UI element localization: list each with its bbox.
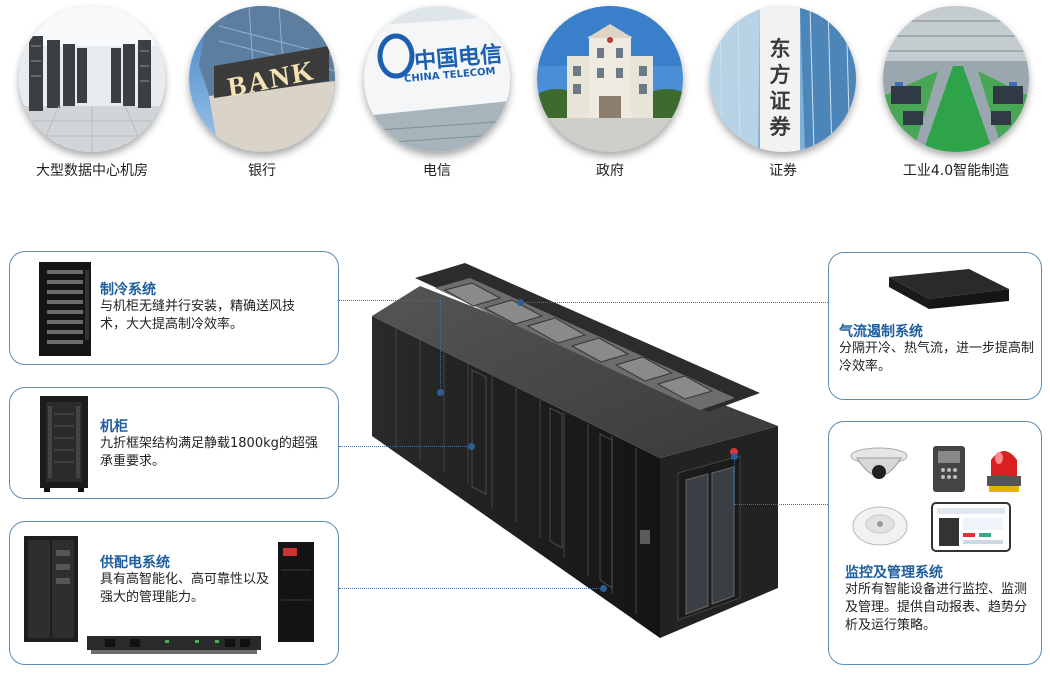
- factory-image: [883, 6, 1029, 152]
- connector-dot: [731, 453, 738, 460]
- connector-power: [339, 588, 601, 589]
- connector-monitoring: [734, 504, 828, 505]
- securities-image: 东方证券: [710, 6, 856, 152]
- smoke-detector-icon: [852, 506, 908, 546]
- dome-camera-icon: [850, 447, 908, 479]
- callout-airflow: 气流遏制系统 分隔开冷、热气流，进一步提高制冷效率。: [828, 252, 1042, 400]
- callout-monitoring: 监控及管理系统 对所有智能设备进行监控、监测及管理。提供自动报表、趋势分析及运行…: [828, 421, 1042, 665]
- bank-image: BANK: [189, 6, 335, 152]
- callout-description: 分隔开冷、热气流，进一步提高制冷效率。: [839, 341, 1035, 374]
- power-cabinet-image: [24, 536, 78, 642]
- callout-title: 制冷系统: [100, 282, 156, 298]
- monitoring-dashboard-icon: [931, 502, 1011, 552]
- industry-label: 电信: [423, 163, 451, 179]
- callout-title: 供配电系统: [100, 555, 170, 571]
- connector-monitoring-vertical: [734, 456, 735, 504]
- industry-telecom: 中国电信 CHINA TELECOM 电信: [364, 6, 510, 180]
- door-access-icon: [933, 446, 965, 492]
- connector-dot: [437, 389, 444, 396]
- connector-dot: [468, 443, 475, 450]
- industry-label: 银行: [248, 163, 276, 179]
- industry-label: 工业4.0智能制造: [902, 163, 1010, 179]
- industry-label: 证券: [769, 163, 797, 179]
- industry-bank: BANK 银行: [189, 6, 335, 180]
- ups-image: [278, 542, 314, 642]
- industry-label: 大型数据中心机房: [36, 163, 148, 179]
- callout-title: 气流遏制系统: [839, 324, 923, 340]
- cooling-unit-image: [39, 262, 91, 356]
- callout-title: 机柜: [100, 419, 128, 435]
- callout-description: 与机柜无缝并行安装，精确送风技术，大大提高制冷效率。: [100, 299, 296, 332]
- alarm-light-icon: [987, 451, 1021, 492]
- callout-cabinet: 机柜 九折框架结构满足静载1800kg的超强承重要求。: [9, 387, 339, 499]
- industry-government: 政府: [537, 6, 683, 180]
- callout-description: 九折框架结构满足静载1800kg的超强承重要求。: [100, 436, 318, 469]
- securities-sign: 东方证券: [769, 37, 791, 139]
- connector-cabinet: [339, 446, 469, 447]
- connector-cooling: [339, 300, 440, 301]
- industry-securities: 东方证券 证券: [710, 6, 856, 180]
- airflow-panel-image: [889, 269, 1009, 309]
- callout-description: 具有高智能化、高可靠性以及强大的管理能力。: [100, 572, 270, 605]
- connector-airflow: [520, 302, 828, 303]
- callout-cooling: 制冷系统 与机柜无缝并行安装，精确送风技术，大大提高制冷效率。: [9, 251, 339, 365]
- industry-factory: 工业4.0智能制造: [883, 6, 1029, 180]
- callout-title: 监控及管理系统: [845, 565, 943, 581]
- telecom-image: 中国电信 CHINA TELECOM: [364, 6, 510, 152]
- connector-dot: [517, 299, 524, 306]
- connector-cooling-vertical: [440, 300, 441, 392]
- pdu-image: [87, 636, 261, 654]
- callout-description: 对所有智能设备进行监控、监测及管理。提供自动报表、趋势分析及运行策略。: [845, 582, 1028, 633]
- government-image: [537, 6, 683, 152]
- connector-dot: [600, 585, 607, 592]
- datacenter-image: [19, 6, 165, 152]
- cabinet-image: [40, 396, 88, 492]
- micro-module-datacenter: [372, 263, 778, 638]
- industry-label: 政府: [596, 163, 624, 179]
- industry-datacenter: 大型数据中心机房: [19, 6, 165, 180]
- callout-power: 供配电系统 具有高智能化、高可靠性以及强大的管理能力。: [9, 521, 339, 665]
